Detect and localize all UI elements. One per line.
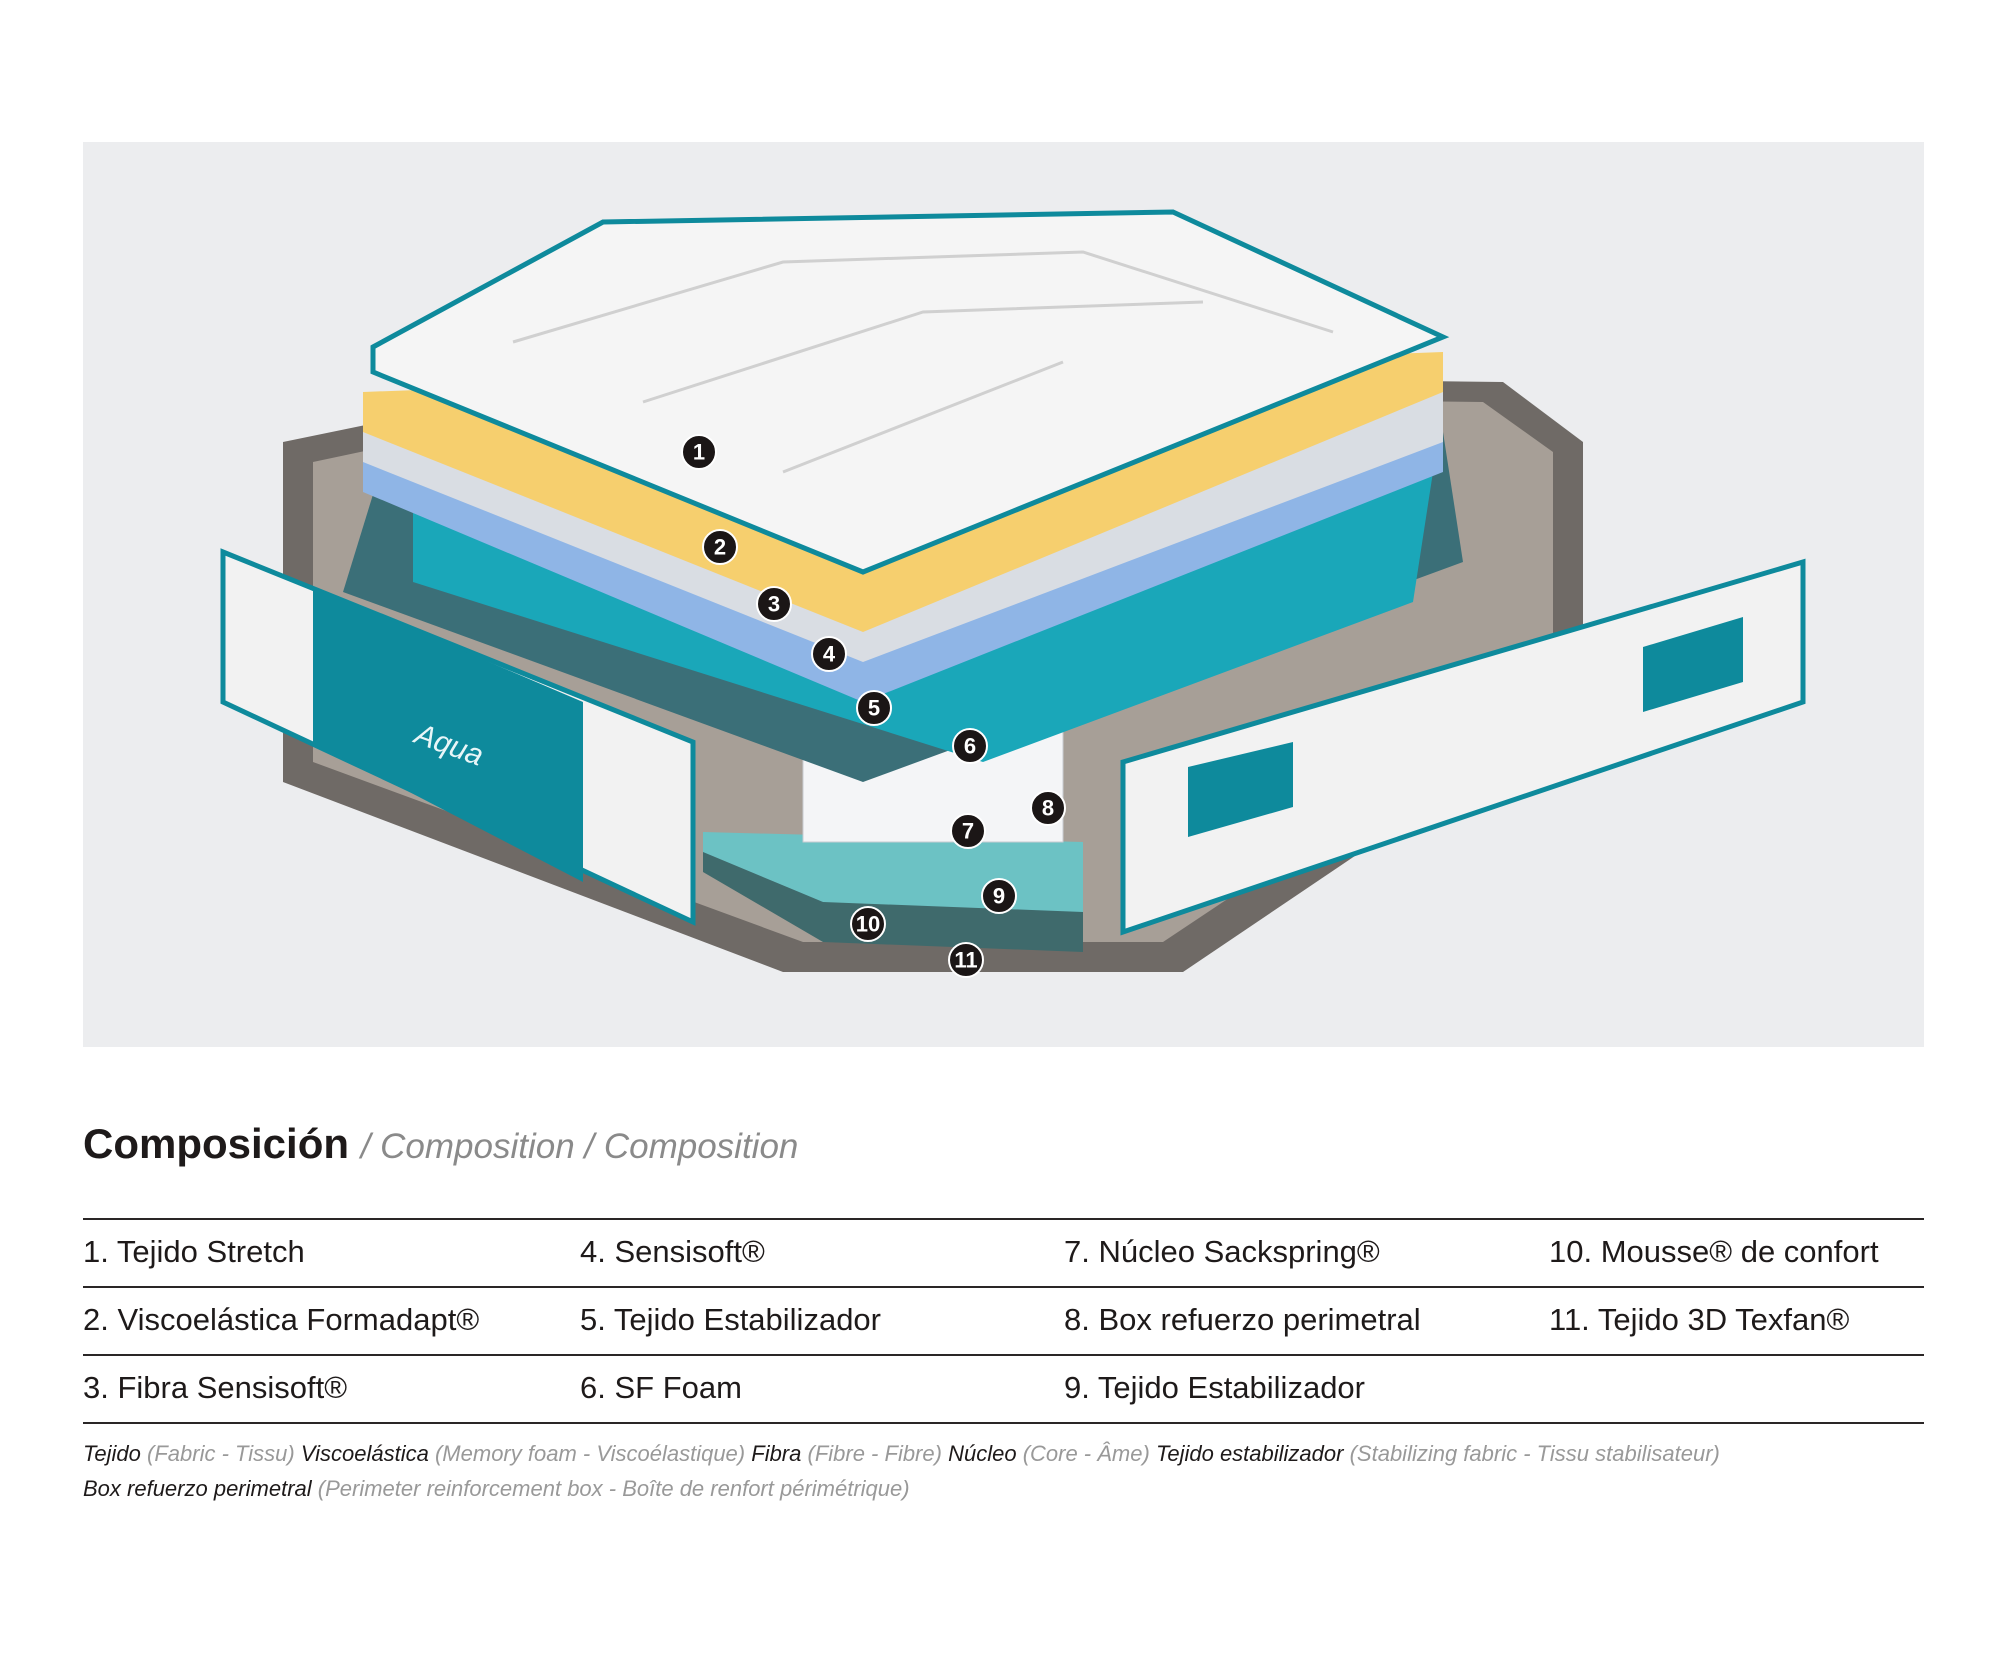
glossary-term: Núcleo [948, 1441, 1017, 1466]
mattress-layers-diagram: Aqua 1 2 3 4 5 6 7 8 9 10 11 [220, 209, 1806, 978]
component-item: 7. Núcleo Sackspring® [1064, 1234, 1380, 1269]
left-teal-band [313, 587, 583, 882]
component-item: 8. Box refuerzo perimetral [1064, 1302, 1421, 1337]
svg-text:2: 2 [714, 535, 726, 560]
component-item: 6. SF Foam [580, 1370, 742, 1405]
marker-1: 1 [681, 434, 717, 470]
marker-4: 4 [811, 636, 847, 672]
component-item: 11. Tejido 3D Texfan® [1549, 1302, 1850, 1337]
title-main: Composición [83, 1120, 350, 1167]
component-item: 1. Tejido Stretch [83, 1234, 305, 1269]
svg-text:1: 1 [693, 440, 705, 465]
marker-8: 8 [1030, 790, 1066, 826]
svg-text:4: 4 [823, 642, 836, 667]
marker-9: 9 [981, 878, 1017, 914]
marker-5: 5 [856, 690, 892, 726]
marker-2: 2 [702, 529, 738, 565]
component-item: 4. Sensisoft® [580, 1234, 765, 1269]
svg-text:7: 7 [962, 819, 974, 844]
handle-right [1643, 617, 1743, 712]
glossary: Tejido (Fabric - Tissu) Viscoelástica (M… [83, 1436, 1924, 1506]
svg-text:3: 3 [768, 592, 780, 617]
marker-3: 3 [756, 586, 792, 622]
svg-text:9: 9 [993, 884, 1005, 909]
title-translations: / Composition / Composition [360, 1127, 799, 1166]
svg-text:5: 5 [868, 696, 880, 721]
section-title: Composición / Composition / Composition [83, 1120, 798, 1168]
component-item: 3. Fibra Sensisoft® [83, 1370, 348, 1405]
table-row: 1. Tejido Stretch 4. Sensisoft® 7. Núcle… [83, 1218, 1924, 1286]
glossary-term: Tejido [83, 1441, 141, 1466]
right-side-panel [1120, 558, 1806, 936]
marker-10: 10 [850, 906, 886, 942]
table-row: 2. Viscoelástica Formadapt® 5. Tejido Es… [83, 1286, 1924, 1354]
svg-text:10: 10 [856, 912, 880, 937]
glossary-translation: (Core - Âme) [1022, 1441, 1150, 1466]
glossary-translation: (Perimeter reinforcement box - Boîte de … [317, 1476, 910, 1501]
mattress-illustration: Aqua 1 2 3 4 5 6 7 8 9 10 11 [83, 142, 1924, 1047]
marker-7: 7 [950, 813, 986, 849]
glossary-translation: (Memory foam - Viscoélastique) [434, 1441, 746, 1466]
svg-text:8: 8 [1042, 796, 1054, 821]
marker-11: 11 [948, 942, 984, 978]
handle-left [1188, 742, 1293, 837]
component-item: 9. Tejido Estabilizador [1064, 1370, 1365, 1405]
components-table: 1. Tejido Stretch 4. Sensisoft® 7. Núcle… [83, 1218, 1924, 1424]
glossary-translation: (Fibre - Fibre) [807, 1441, 942, 1466]
marker-6: 6 [952, 728, 988, 764]
glossary-term: Tejido estabilizador [1155, 1441, 1344, 1466]
glossary-translation: (Fabric - Tissu) [147, 1441, 295, 1466]
component-item: 10. Mousse® de confort [1549, 1234, 1879, 1269]
component-item: 2. Viscoelástica Formadapt® [83, 1302, 480, 1337]
svg-text:6: 6 [964, 734, 976, 759]
table-row: 3. Fibra Sensisoft® 6. SF Foam 9. Tejido… [83, 1354, 1924, 1424]
glossary-term: Viscoelástica [300, 1441, 429, 1466]
glossary-translation: (Stabilizing fabric - Tissu stabilisateu… [1349, 1441, 1720, 1466]
glossary-term: Fibra [751, 1441, 802, 1466]
glossary-term: Box refuerzo perimetral [83, 1476, 312, 1501]
component-item: 5. Tejido Estabilizador [580, 1302, 881, 1337]
svg-text:11: 11 [954, 948, 977, 973]
